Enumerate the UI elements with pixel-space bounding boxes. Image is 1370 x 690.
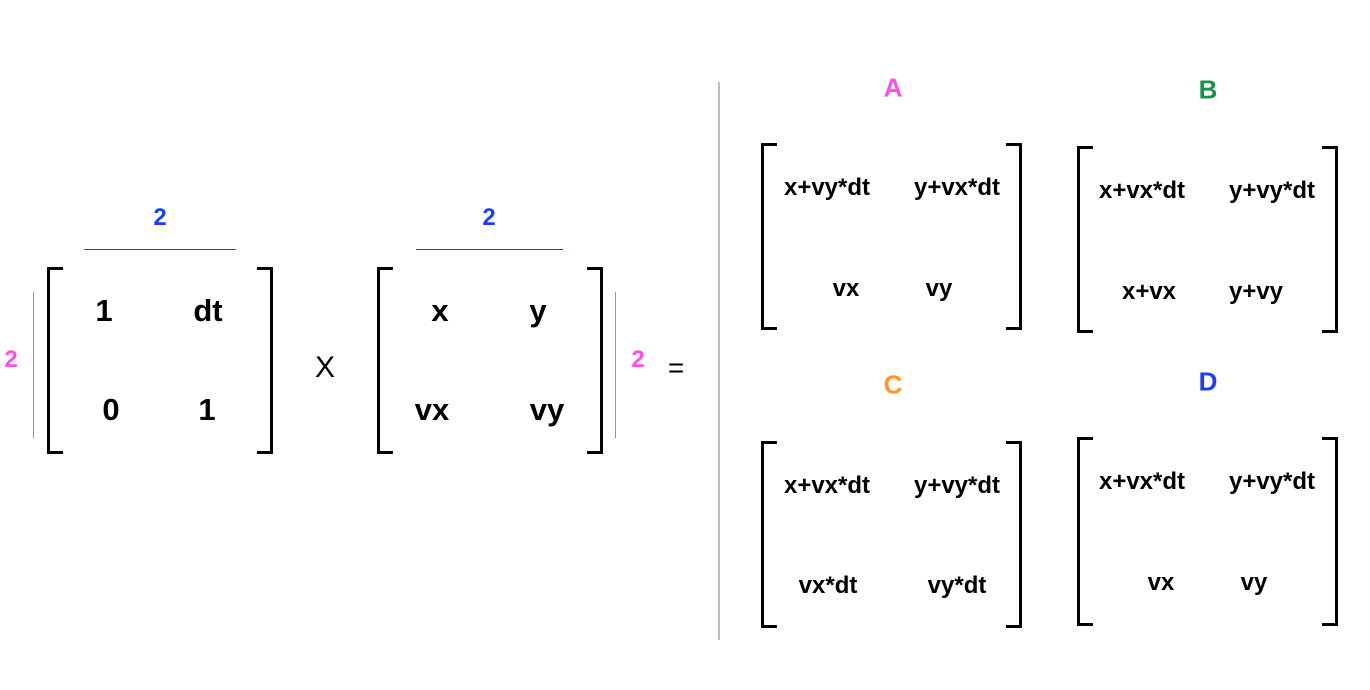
left-bracket [761, 441, 777, 628]
matrix-entry: 1 [95, 293, 113, 328]
matrix-entry: vy [1240, 569, 1268, 596]
matrix-entry: x+vx*dt [783, 472, 871, 499]
left-bracket [47, 267, 63, 454]
matrix-entry: vy*dt [927, 572, 987, 599]
left-bracket [1077, 437, 1093, 626]
matrix-entry: y+vy*dt [1228, 468, 1316, 495]
matrix-entry: vy [925, 275, 953, 302]
matrix-entry: x+vx*dt [1098, 177, 1186, 204]
option-label: D [1198, 366, 1218, 397]
left-matrix-rows-line [33, 292, 34, 438]
matrix-entry: vy [529, 392, 565, 427]
matrix-entry: 1 [198, 392, 216, 427]
option-label: B [1198, 74, 1218, 105]
matrix-entry: y+vy [1228, 278, 1284, 305]
left-bracket [761, 143, 777, 330]
right-bracket [1006, 143, 1022, 330]
matrix-entry: vx [414, 392, 450, 427]
right-bracket [587, 267, 603, 454]
matrix-entry: x+vx*dt [1098, 468, 1186, 495]
matrix-entry: 0 [102, 392, 120, 427]
matrix-entry: dt [193, 293, 223, 328]
right-matrix-rows-dim: 2 [631, 346, 645, 373]
matrix-entry: x+vx [1121, 278, 1177, 305]
matrix-entry: vx*dt [798, 572, 858, 599]
matrix-entry: y [529, 293, 547, 328]
right-matrix-rows-line [615, 292, 616, 438]
equals-sign: = [667, 352, 685, 383]
left-matrix-cols-dim: 2 [153, 204, 167, 231]
left-bracket [377, 267, 393, 454]
matrix-entry: x [431, 293, 449, 328]
option-label: A [883, 72, 903, 103]
matrix-entry: y+vx*dt [913, 174, 1001, 201]
right-matrix-cols-line [416, 249, 563, 250]
matrix-entry: vx [832, 275, 860, 302]
right-bracket [1006, 441, 1022, 628]
left-bracket [1077, 146, 1093, 333]
divider [718, 82, 720, 640]
left-matrix-rows-dim: 2 [4, 346, 18, 373]
right-bracket [1322, 146, 1338, 333]
right-bracket [1322, 437, 1338, 626]
right-matrix-cols-dim: 2 [482, 204, 496, 231]
multiply-operator: X [314, 351, 336, 384]
left-matrix-cols-line [84, 249, 236, 250]
matrix-entry: y+vy*dt [913, 472, 1001, 499]
matrix-entry: y+vy*dt [1228, 177, 1316, 204]
right-bracket [257, 267, 273, 454]
matrix-entry: vx [1147, 569, 1175, 596]
option-label: C [883, 369, 903, 400]
matrix-entry: x+vy*dt [783, 174, 871, 201]
